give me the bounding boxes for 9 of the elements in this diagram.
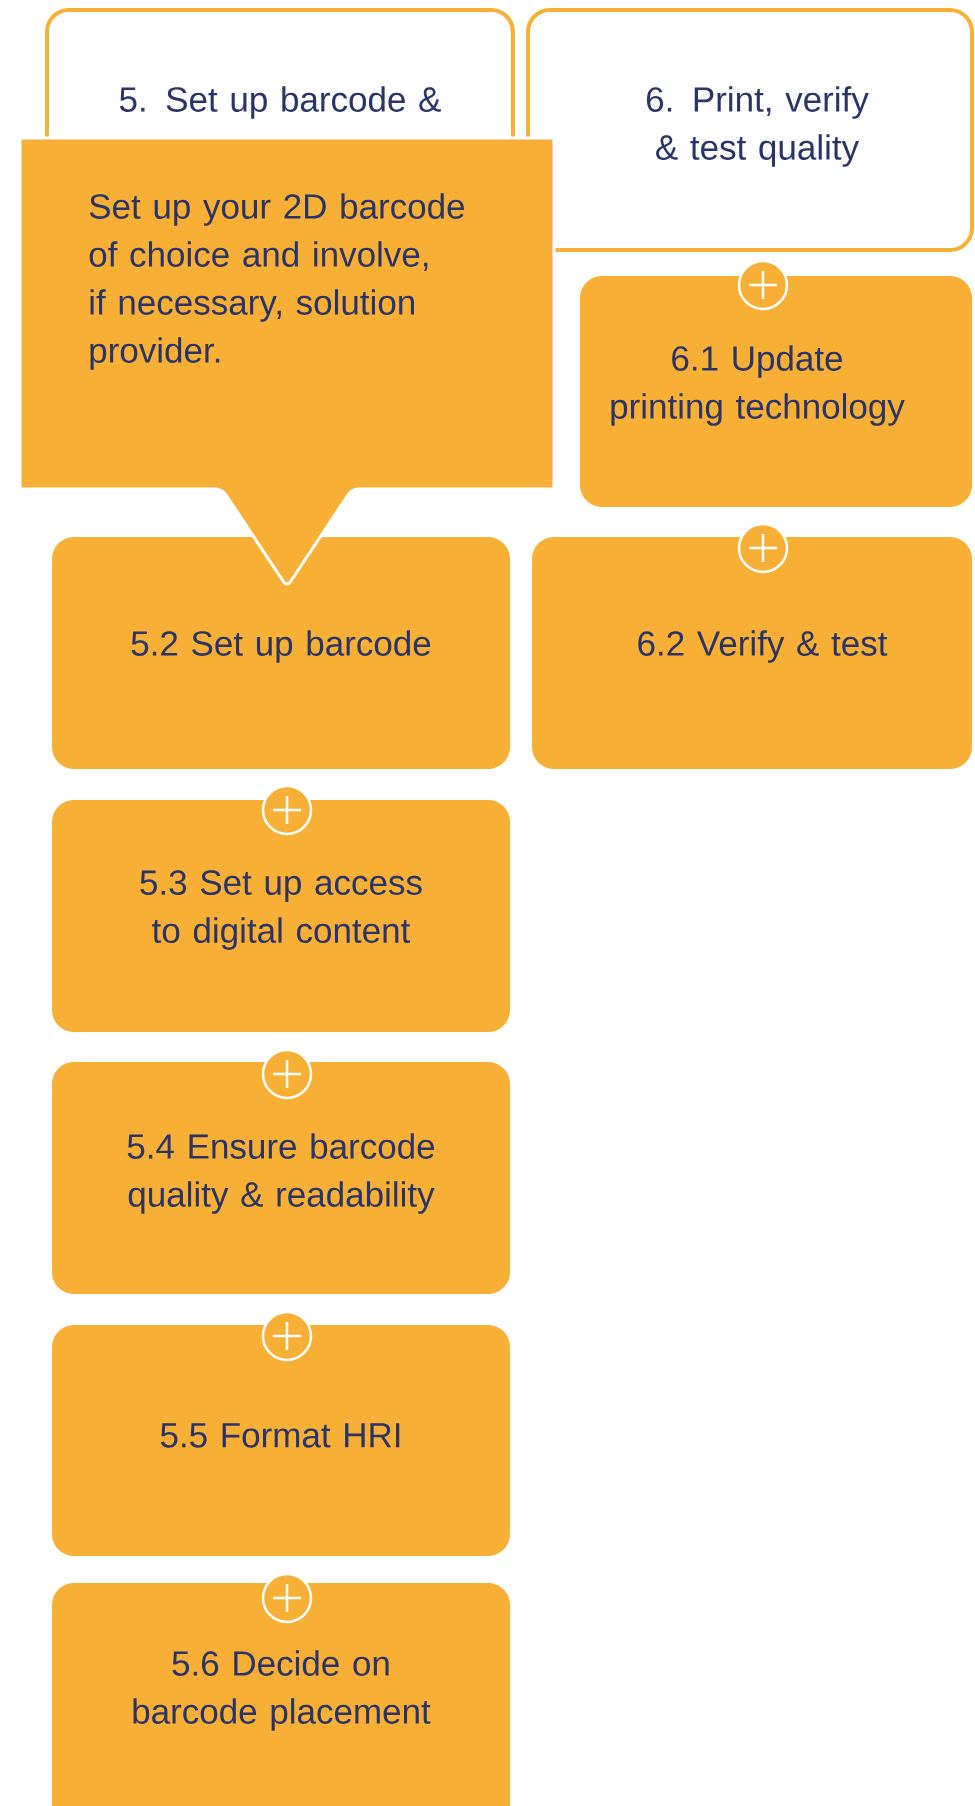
step-box: 6.2 Verify & test — [532, 537, 972, 769]
step-box: 5.5 Format HRI — [52, 1325, 510, 1556]
step-box: 5.2 Set up barcode — [52, 537, 510, 769]
phase-box: 6. Print, verify & test quality — [526, 8, 974, 252]
step-box: 6.1 Update printing technology — [580, 276, 972, 507]
step-box: 5.3 Set up access to digital content — [52, 800, 510, 1032]
step-box: 5.4 Ensure barcode quality & readability — [52, 1062, 510, 1294]
step-box: 5.6 Decide on barcode placement — [52, 1583, 510, 1806]
callout-tooltip: Set up your 2D barcode of choice and involve, if necessary, solution provider. — [18, 136, 556, 586]
